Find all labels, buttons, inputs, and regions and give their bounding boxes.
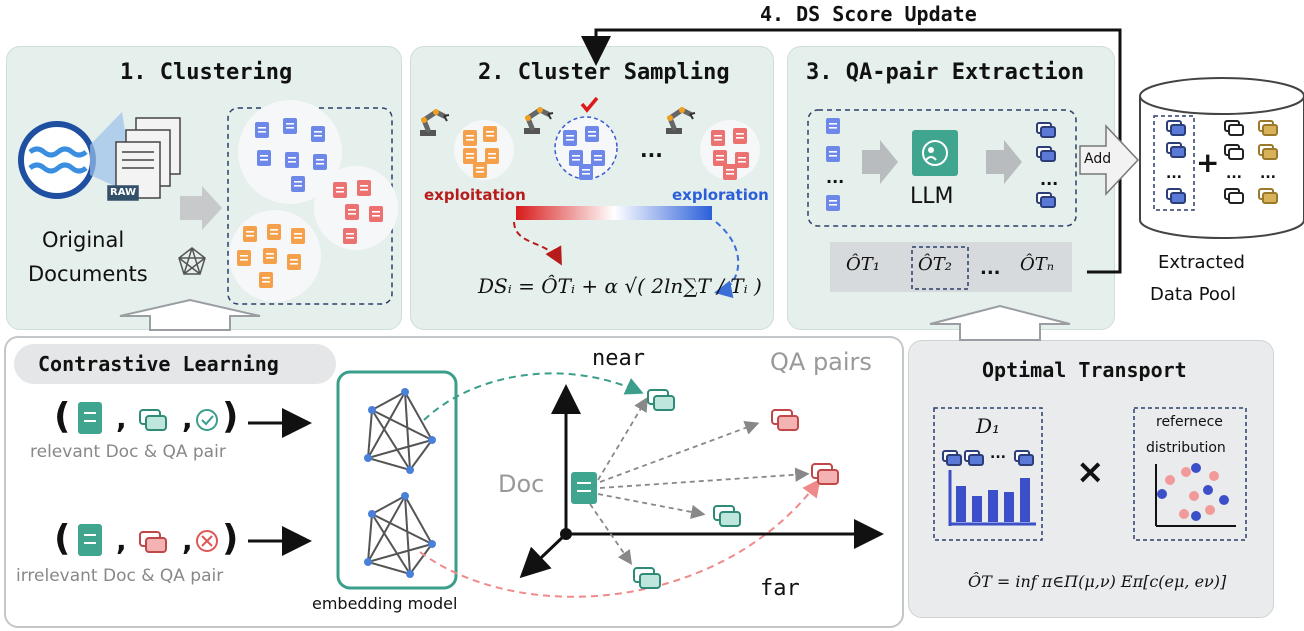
raw-documents-icon [107, 117, 181, 201]
reference-label-2: distribution [1146, 440, 1226, 456]
sampling-panel [410, 46, 774, 330]
doc-query-icon [571, 472, 597, 504]
pool-label-data-pool: Data Pool [1150, 284, 1236, 305]
ot-formula: ÔT = inf π∈Π(μ,ν) Eπ[c(eμ, eν)] [968, 572, 1227, 591]
embedding-model-label: embedding model [312, 594, 458, 613]
pool-plus: + [1196, 146, 1220, 179]
ot-item-n: ÔTₙ [1020, 254, 1055, 275]
pool-label-extracted: Extracted [1158, 252, 1245, 273]
ot-item-2: ÔT₂ [918, 254, 952, 275]
extraction-title: 3. QA-pair Extraction [806, 60, 1085, 85]
add-label: Add [1084, 151, 1112, 167]
near-label: near [592, 346, 645, 371]
qa-pairs-label: QA pairs [770, 348, 872, 376]
irrelevant-paren-open: ( [54, 518, 71, 559]
ot-item-1: ÔT₁ [846, 254, 880, 275]
d1-ellipsis: ... [990, 446, 1006, 462]
relevant-paren-close: ) [222, 396, 239, 437]
network-icon-2 [364, 492, 436, 578]
data-pool-cylinder [1139, 77, 1304, 239]
robot-icon-3 [666, 107, 695, 134]
up-arrow-ot [929, 304, 1071, 341]
d1-label: D₁ [976, 414, 1001, 438]
far-label: far [760, 576, 800, 601]
pool-ellipsis-1: ... [1166, 166, 1182, 182]
exploitation-arrow [513, 221, 562, 266]
exploration-arrow [714, 221, 740, 299]
from-llm-arrow [986, 140, 1022, 184]
irrelevant-comma-2: , [182, 524, 193, 557]
to-llm-arrow [862, 140, 898, 184]
qa-points [633, 389, 839, 589]
input-ellipsis: ... [826, 168, 845, 187]
sampling-ellipsis: ... [640, 138, 663, 162]
sampling-title: 2. Cluster Sampling [478, 60, 730, 85]
robot-icon-1 [420, 109, 449, 136]
reference-label-1: refernece [1156, 414, 1223, 430]
relevant-comma-2: , [182, 402, 193, 435]
irrelevant-comma-1: , [116, 524, 127, 557]
distance-arrows [589, 396, 810, 565]
exploration-label: exploration [672, 186, 769, 204]
contrastive-title-pill [14, 344, 336, 384]
irrelevant-label: irrelevant Doc & QA pair [16, 566, 224, 586]
water-icon [18, 121, 96, 199]
check-icon [580, 96, 599, 113]
output-ellipsis: ... [1040, 170, 1059, 189]
network-icon-1 [364, 388, 436, 474]
raw-tag: RAW [110, 187, 137, 198]
ot-title: Optimal Transport [982, 358, 1187, 382]
ot-score-strip [830, 242, 1072, 292]
reference-scatter [1155, 463, 1236, 527]
exploitation-label: exploitation [424, 186, 526, 204]
ds-formula: DSᵢ = ÔTᵢ + α √( 2ln∑T / Tᵢ ) [478, 274, 762, 298]
doc-axis-label: Doc [498, 470, 545, 498]
extraction-box [807, 109, 1077, 227]
embedding-axes [519, 384, 884, 579]
relevant-comma-1: , [116, 402, 127, 435]
cluster-arrow [180, 186, 222, 230]
contrastive-title: Contrastive Learning [38, 352, 279, 376]
output-qa-column [1036, 122, 1056, 208]
doc-label-original: Original [42, 228, 125, 252]
ot-selected-box [911, 246, 969, 290]
far-curve [419, 478, 821, 598]
relevant-tuple-icons [78, 402, 218, 434]
irrelevant-tuple-icons [78, 524, 218, 556]
doc-label-documents: Documents [28, 262, 148, 286]
ds-update-arrow [581, 28, 1122, 274]
irrelevant-paren-close: ) [222, 518, 239, 559]
reference-box [1133, 407, 1247, 541]
d1-bar-chart [948, 470, 1036, 526]
near-curve [423, 372, 644, 421]
robot-icon-2 [524, 107, 553, 134]
add-arrow [1079, 124, 1140, 196]
new-items-box [1153, 115, 1195, 211]
axes-origin [560, 528, 572, 540]
llm-label: LLM [910, 184, 954, 209]
pool-ellipsis-3: ... [1260, 166, 1276, 182]
d1-box [933, 407, 1043, 541]
embedding-model-box [336, 370, 458, 590]
exploit-explore-gradient [516, 206, 712, 220]
input-docs-column [826, 118, 840, 211]
pool-ellipsis-2: ... [1226, 166, 1242, 182]
relevant-label: relevant Doc & QA pair [30, 442, 226, 462]
times-symbol: × [1076, 452, 1105, 492]
llm-icon [912, 130, 958, 176]
ot-item-ellipsis: ... [980, 258, 1001, 279]
ds-update-label: 4. DS Score Update [760, 2, 977, 26]
up-arrow-contrastive [119, 298, 261, 331]
relevant-paren-open: ( [54, 396, 71, 437]
clustering-title: 1. Clustering [120, 60, 293, 85]
network-small-icon [178, 247, 206, 275]
